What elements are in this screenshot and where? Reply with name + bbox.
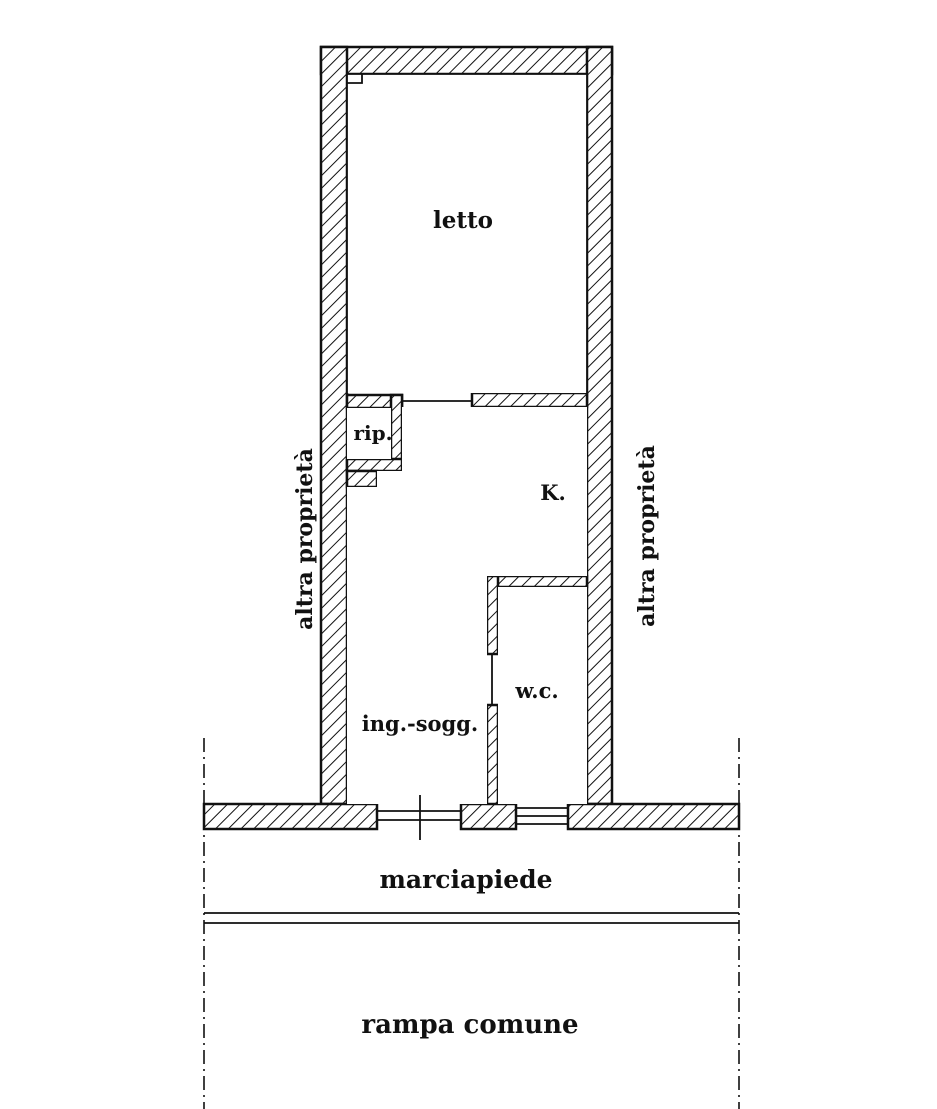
bedroom-floor bbox=[347, 74, 587, 393]
room-label-wc: w.c. bbox=[514, 678, 558, 703]
wall-right bbox=[585, 45, 614, 806]
wall-partition-bedroom bbox=[470, 391, 589, 409]
wall-top bbox=[319, 45, 614, 76]
wall-front-right bbox=[566, 802, 741, 831]
kitchen-floor-lower bbox=[402, 407, 487, 804]
ramp-label: rampa comune bbox=[361, 1010, 578, 1040]
room-label-kitchen: K. bbox=[540, 480, 566, 505]
room-cuts bbox=[346, 73, 588, 804]
room-label-storage: rip. bbox=[353, 421, 392, 445]
room-label-entrance: ing.-sogg. bbox=[362, 711, 478, 736]
neighbor-label-left: altra proprietà bbox=[292, 448, 318, 630]
wall-front-middle bbox=[459, 802, 518, 831]
entrance-door bbox=[377, 795, 461, 840]
sidewalk-edge bbox=[204, 912, 739, 924]
wall-storage-bottom bbox=[345, 457, 404, 473]
room-label-bedroom: letto bbox=[433, 207, 493, 234]
neighbor-label-right: altra proprietà bbox=[634, 445, 660, 627]
sidewalk-label: marciapiede bbox=[379, 865, 552, 894]
wall-front-left bbox=[202, 802, 379, 831]
wall-wc-top bbox=[485, 574, 589, 589]
wc-window bbox=[516, 807, 568, 825]
top-wall-notch bbox=[347, 74, 363, 84]
wall-wc-left-lower bbox=[485, 703, 500, 807]
wall-left bbox=[319, 45, 349, 806]
storage-floor bbox=[347, 408, 391, 459]
wc-floor bbox=[498, 587, 587, 804]
wall-storage-step bbox=[345, 469, 379, 489]
wall-wc-left-upper bbox=[485, 574, 500, 656]
